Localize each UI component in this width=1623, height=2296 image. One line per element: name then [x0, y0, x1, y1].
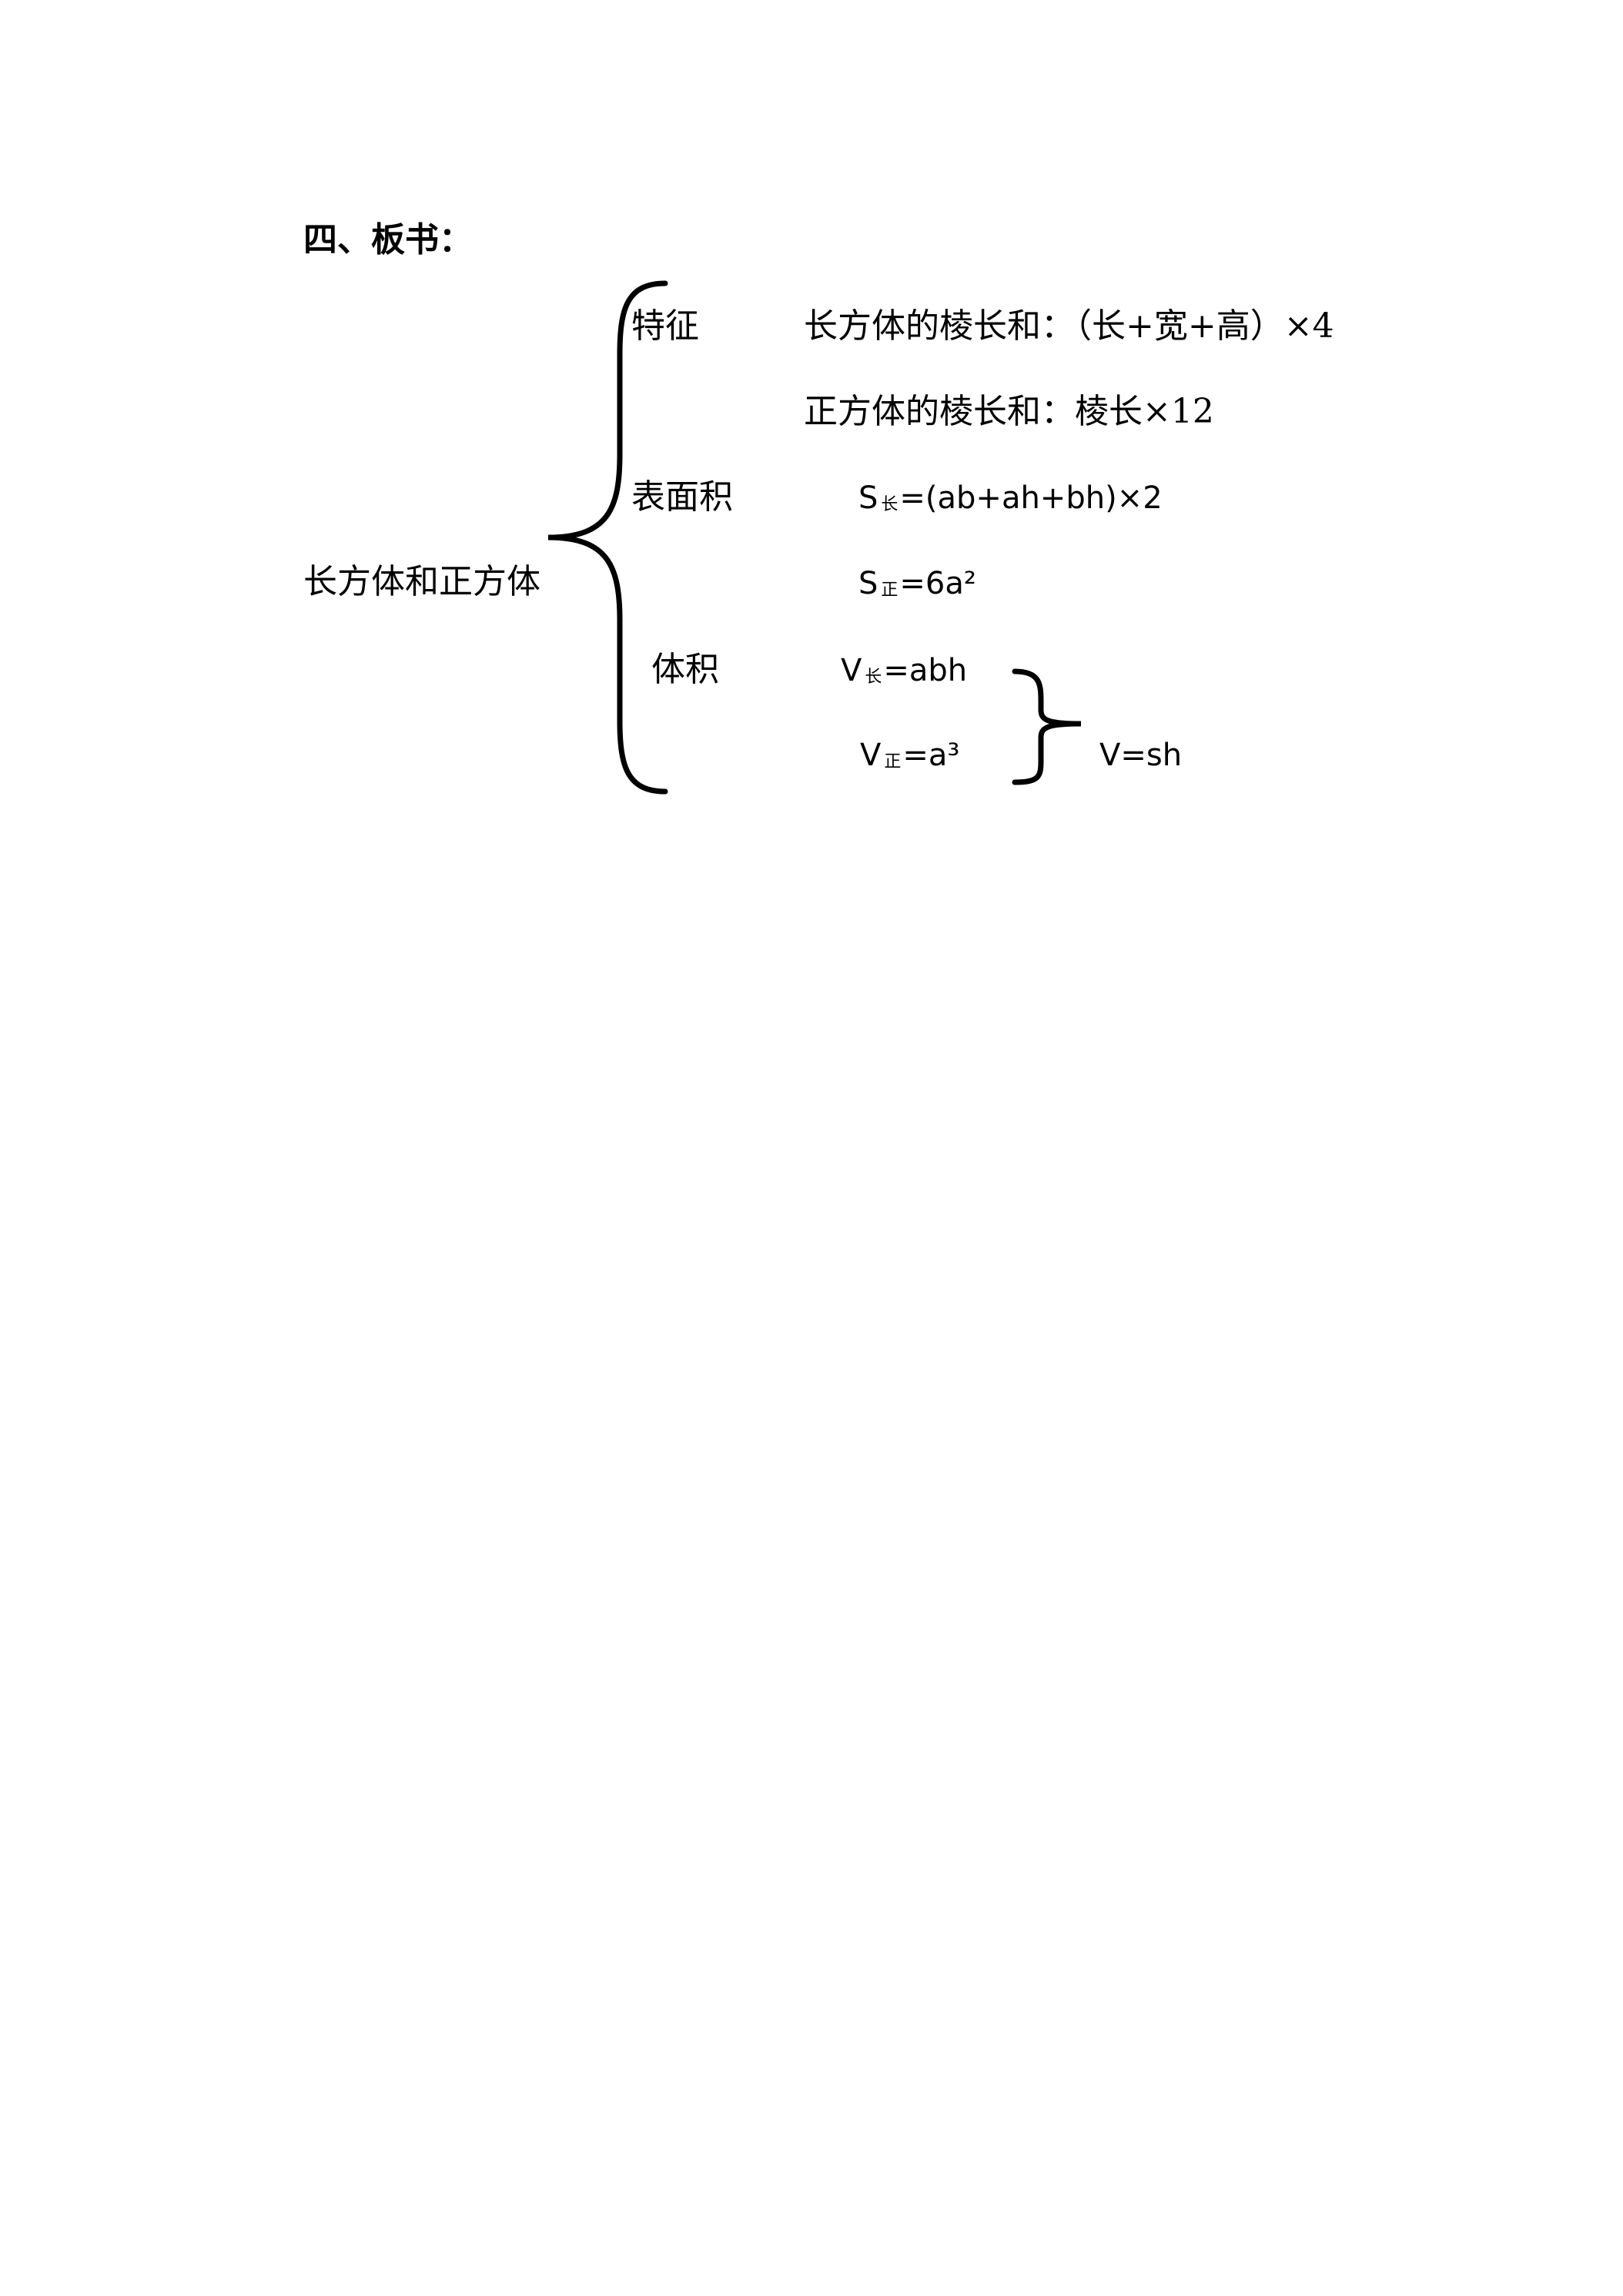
formula-symbol: V	[860, 738, 882, 773]
volume-brace	[1012, 668, 1082, 785]
features-label: 特征	[631, 306, 699, 346]
formula-subscript: 长	[865, 668, 882, 687]
formula-subscript: 正	[884, 752, 902, 771]
formula-expression: =abh	[883, 653, 968, 688]
cuboid-edge-sum: 长方体的棱长和：（长+宽+高）×4	[804, 306, 1334, 346]
formula-symbol: S	[858, 566, 878, 601]
cube-edge-sum: 正方体的棱长和：棱长×12	[804, 392, 1214, 431]
formula-expression: =(ab+ah+bh)×2	[899, 480, 1163, 516]
formula-symbol: S	[858, 480, 878, 516]
main-brace	[547, 280, 668, 795]
formula-subscript: 长	[881, 495, 899, 514]
formula-subscript: 正	[881, 581, 899, 600]
unified-volume-formula: V=sh	[1099, 738, 1183, 773]
formula-expression: =a³	[902, 738, 960, 773]
root-label: 长方体和正方体	[303, 562, 540, 601]
section-heading: 四、板书：	[303, 220, 473, 259]
formula-expression: =6a²	[899, 566, 976, 601]
volume-label: 体积	[651, 650, 719, 689]
surface-area-label: 表面积	[631, 477, 733, 517]
formula-symbol: V	[841, 653, 862, 688]
